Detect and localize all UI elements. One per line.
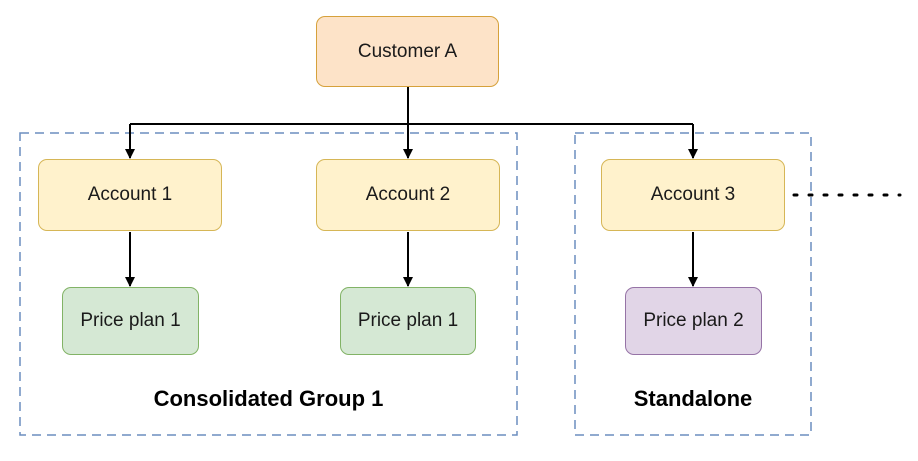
account-node-2: Account 2 xyxy=(316,159,500,231)
consolidated-group-frame xyxy=(19,132,518,436)
price-plan-label: Price plan 2 xyxy=(643,310,744,331)
customer-node: Customer A xyxy=(316,16,499,87)
customer-label: Customer A xyxy=(357,40,458,62)
account-node-3: Account 3 xyxy=(601,159,785,231)
price-plan-label: Price plan 1 xyxy=(357,310,459,331)
price-plan-node-3: Price plan 2 xyxy=(625,287,762,355)
account-label: Account 2 xyxy=(365,184,451,205)
standalone-group-label: Standalone xyxy=(633,386,753,411)
consolidated-group-label: Consolidated Group 1 xyxy=(153,386,384,411)
price-plan-label: Price plan 1 xyxy=(80,310,181,331)
price-plan-node-1: Price plan 1 xyxy=(62,287,199,355)
account-node-1: Account 1 xyxy=(38,159,222,231)
account-label: Account 3 xyxy=(650,184,736,205)
price-plan-node-2: Price plan 1 xyxy=(340,287,476,355)
account-label: Account 1 xyxy=(87,184,173,205)
